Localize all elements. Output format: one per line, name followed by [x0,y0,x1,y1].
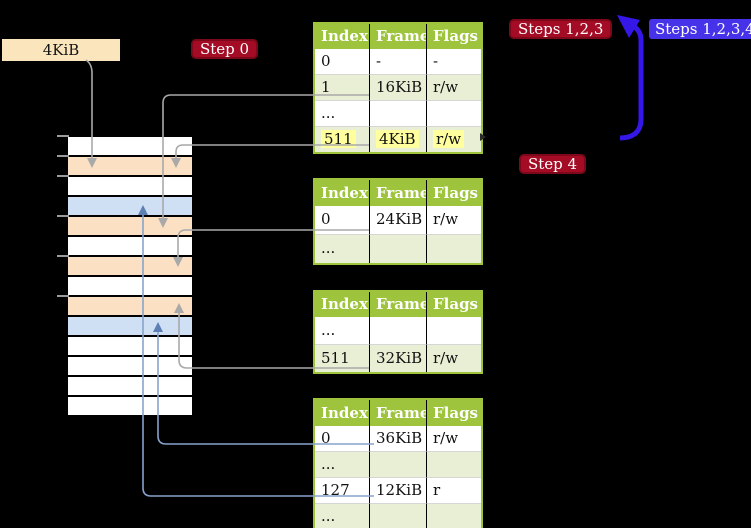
cell-flags [426,234,481,263]
column-header: Frame [369,24,426,49]
memory-frame-row [68,157,192,175]
column-header: Flags [426,24,481,49]
cell-frame [369,100,426,126]
cell-index: 0 [315,206,369,234]
table-row: 0 24KiB r/w [315,206,481,234]
cell-index: 511 [315,344,369,372]
table-row: 1 16KiB r/w [315,74,481,100]
cell-index: 0 [315,49,369,74]
steps-flow-arrow [619,22,644,141]
cell-frame [369,317,426,344]
table-row: 0 - - [315,49,481,74]
badge-steps-1-2-3: Steps 1,2,3 [509,19,613,39]
column-header: Index [315,292,369,317]
address-tick [57,175,69,177]
cell-index: ... [315,100,369,126]
memory-frame-row [68,257,192,275]
badge-step-0: Step 0 [191,39,259,59]
cell-flags [426,100,481,126]
page-table-4: Index Frame Flags 0 36KiB r/w ... 127 12… [313,398,483,528]
table-row: ... [315,451,481,477]
cell-index: 511 [315,126,369,152]
cell-frame: 36KiB [369,426,426,451]
table-header-row: Index Frame Flags [315,292,481,317]
memory-frame-row [68,277,192,295]
cell-index: ... [315,503,369,528]
table-row: ... [315,100,481,126]
cell-frame [369,451,426,477]
column-header: Flags [426,180,481,206]
cell-flags: r [426,477,481,503]
cell-frame: 16KiB [369,74,426,100]
cell-index: ... [315,234,369,263]
cell-flags [426,503,481,528]
memory-frame-row [68,337,192,355]
memory-frame-row [68,297,192,315]
memory-frame-row [68,197,192,215]
column-header: Frame [369,180,426,206]
highlight-text: 511 [321,130,356,148]
cell-frame: 24KiB [369,206,426,234]
memory-frame-row [68,397,192,415]
column-header: Index [315,400,369,426]
address-tick [57,295,69,297]
cell-frame [369,503,426,528]
cell-frame: 12KiB [369,477,426,503]
memory-frame-row [68,177,192,195]
column-header: Index [315,24,369,49]
cell-flags: r/w [426,206,481,234]
column-header: Flags [426,400,481,426]
address-tick [57,135,69,137]
table-row: ... [315,503,481,528]
table-row: 511 32KiB r/w [315,344,481,372]
cell-flags: - [426,49,481,74]
cell-flags: r/w [426,344,481,372]
memory-frame-row [68,217,192,235]
cell-index: ... [315,451,369,477]
badge-step-4: Step 4 [519,154,587,174]
table-row: 0 36KiB r/w [315,426,481,451]
cell-frame: 4KiB [369,126,426,152]
address-tick [57,155,69,157]
page-table-1: Index Frame Flags 0 - - 1 16KiB r/w ... … [313,22,483,154]
table-row: 127 12KiB r [315,477,481,503]
cell-flags [426,317,481,344]
cell-index: ... [315,317,369,344]
cell-frame: - [369,49,426,74]
page-table-3: Index Frame Flags ... 511 32KiB r/w [313,290,483,374]
column-header: Flags [426,292,481,317]
cell-flags [426,451,481,477]
badge-steps-1-2-3-4: Steps 1,2,3,4 [649,19,751,39]
highlight-text: r/w [433,130,465,148]
highlight-text: 4KiB [376,130,419,148]
table-header-row: Index Frame Flags [315,180,481,206]
cell-frame: 32KiB [369,344,426,372]
frame-size-label: 4KiB [2,39,120,61]
column-header: Index [315,180,369,206]
table-row-highlighted: 511 4KiB r/w [315,126,481,152]
memory-frame-row [68,237,192,255]
memory-frame-row [68,357,192,375]
table-row: ... [315,234,481,263]
cell-index: 1 [315,74,369,100]
arrowhead-up-left-icon [617,15,640,38]
cell-index: 0 [315,426,369,451]
memory-frame-row [68,377,192,395]
table-header-row: Index Frame Flags [315,24,481,49]
table-row: ... [315,317,481,344]
table-header-row: Index Frame Flags [315,400,481,426]
cell-flags: r/w [426,126,481,152]
memory-frame-row [68,137,192,155]
cell-index: 127 [315,477,369,503]
page-table-2: Index Frame Flags 0 24KiB r/w ... [313,178,483,265]
address-tick [57,215,69,217]
column-header: Frame [369,292,426,317]
cell-frame [369,234,426,263]
column-header: Frame [369,400,426,426]
cell-flags: r/w [426,426,481,451]
memory-frame-row [68,317,192,335]
address-tick [57,255,69,257]
cell-flags: r/w [426,74,481,100]
